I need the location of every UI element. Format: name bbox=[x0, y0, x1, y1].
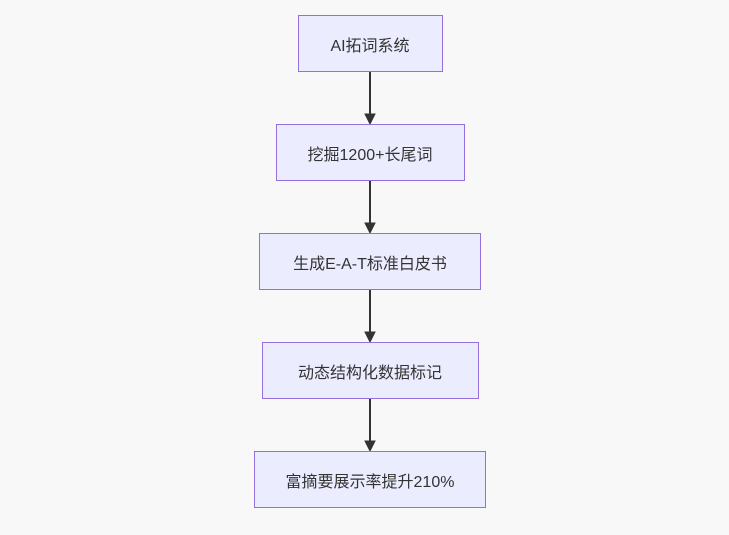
arrow-down-icon bbox=[364, 290, 376, 342]
flow-node-label: 富摘要展示率提升210% bbox=[285, 473, 455, 491]
flow-node-label: 生成E-A-T标准白皮书 bbox=[293, 255, 447, 273]
arrow-down-icon bbox=[364, 181, 376, 233]
arrow-down-icon bbox=[364, 399, 376, 451]
arrow-down-icon bbox=[364, 72, 376, 124]
flowchart: AI拓词系统 挖掘1200+长尾词 生成E-A-T标准白皮书 动态结构化数据标记 bbox=[254, 15, 486, 508]
flow-node-eat-whitepaper: 生成E-A-T标准白皮书 bbox=[259, 233, 481, 290]
flow-node-longtail-mining: 挖掘1200+长尾词 bbox=[275, 124, 465, 181]
flow-node-rich-snippet-result: 富摘要展示率提升210% bbox=[254, 451, 486, 508]
flow-node-label: 动态结构化数据标记 bbox=[297, 364, 442, 382]
flow-node-ai-word-system: AI拓词系统 bbox=[297, 15, 443, 72]
flow-node-structured-data: 动态结构化数据标记 bbox=[261, 342, 479, 399]
flow-node-label: AI拓词系统 bbox=[330, 37, 410, 55]
flow-node-label: 挖掘1200+长尾词 bbox=[307, 146, 433, 164]
